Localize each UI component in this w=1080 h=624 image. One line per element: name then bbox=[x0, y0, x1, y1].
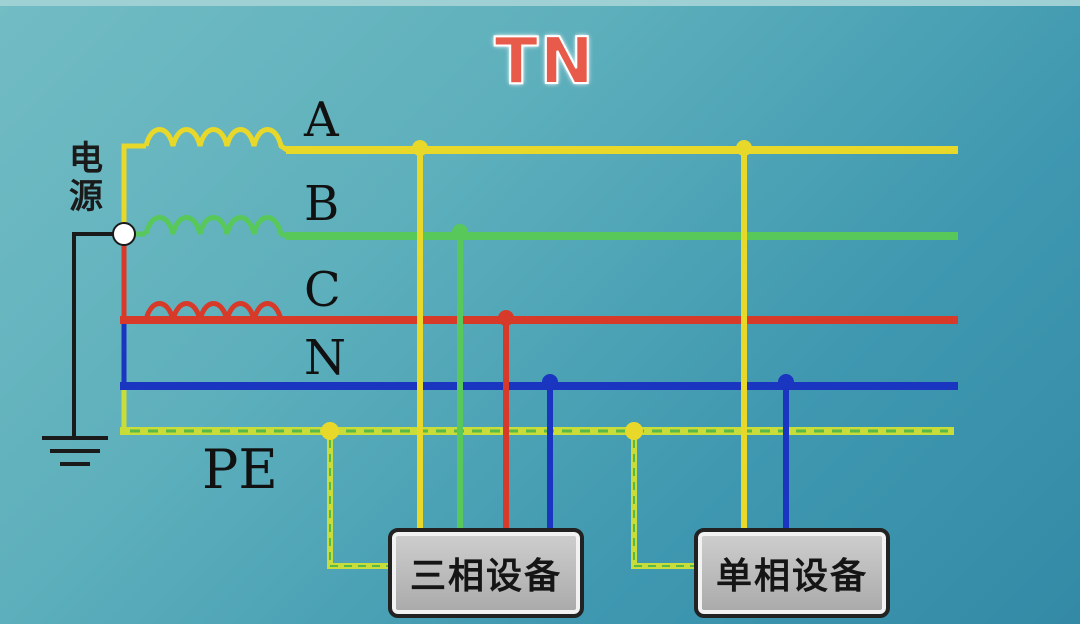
line-label-c: C bbox=[304, 262, 341, 318]
junction-b-1 bbox=[452, 224, 468, 240]
single-phase-device-box: 单相设备 bbox=[694, 528, 890, 618]
source-feed-a bbox=[121, 143, 146, 228]
power-source-label: 电源 bbox=[69, 139, 103, 217]
junction-pe-2 bbox=[625, 422, 643, 440]
line-label-n: N bbox=[304, 330, 346, 386]
drop-pe-three-phase-dash bbox=[329, 440, 390, 567]
line-label-b: B bbox=[304, 176, 340, 232]
ground-icon bbox=[42, 232, 122, 466]
drop-pe-single-phase-dash bbox=[633, 440, 694, 567]
neutral-point bbox=[112, 222, 136, 246]
single-phase-device-label: 单相设备 bbox=[715, 556, 868, 597]
junction-a-1 bbox=[412, 140, 428, 156]
junction-a-2 bbox=[736, 140, 752, 156]
drop-pe-single-phase bbox=[631, 431, 696, 569]
drop-pe-three-phase bbox=[327, 431, 392, 569]
three-phase-device-box: 三相设备 bbox=[388, 528, 584, 618]
junction-c-1 bbox=[498, 310, 514, 326]
junction-n-1 bbox=[542, 374, 558, 390]
junction-pe-1 bbox=[321, 422, 339, 440]
three-phase-device-label: 三相设备 bbox=[409, 556, 562, 597]
coil-b bbox=[143, 215, 288, 239]
junction-n-2 bbox=[778, 374, 794, 390]
line-label-a: A bbox=[304, 92, 339, 148]
coil-a bbox=[143, 127, 289, 153]
diagram-title: TN bbox=[493, 24, 596, 100]
line-label-pe: PE bbox=[202, 438, 278, 501]
source-feed-c bbox=[121, 240, 146, 323]
top-strip bbox=[0, 0, 1080, 6]
